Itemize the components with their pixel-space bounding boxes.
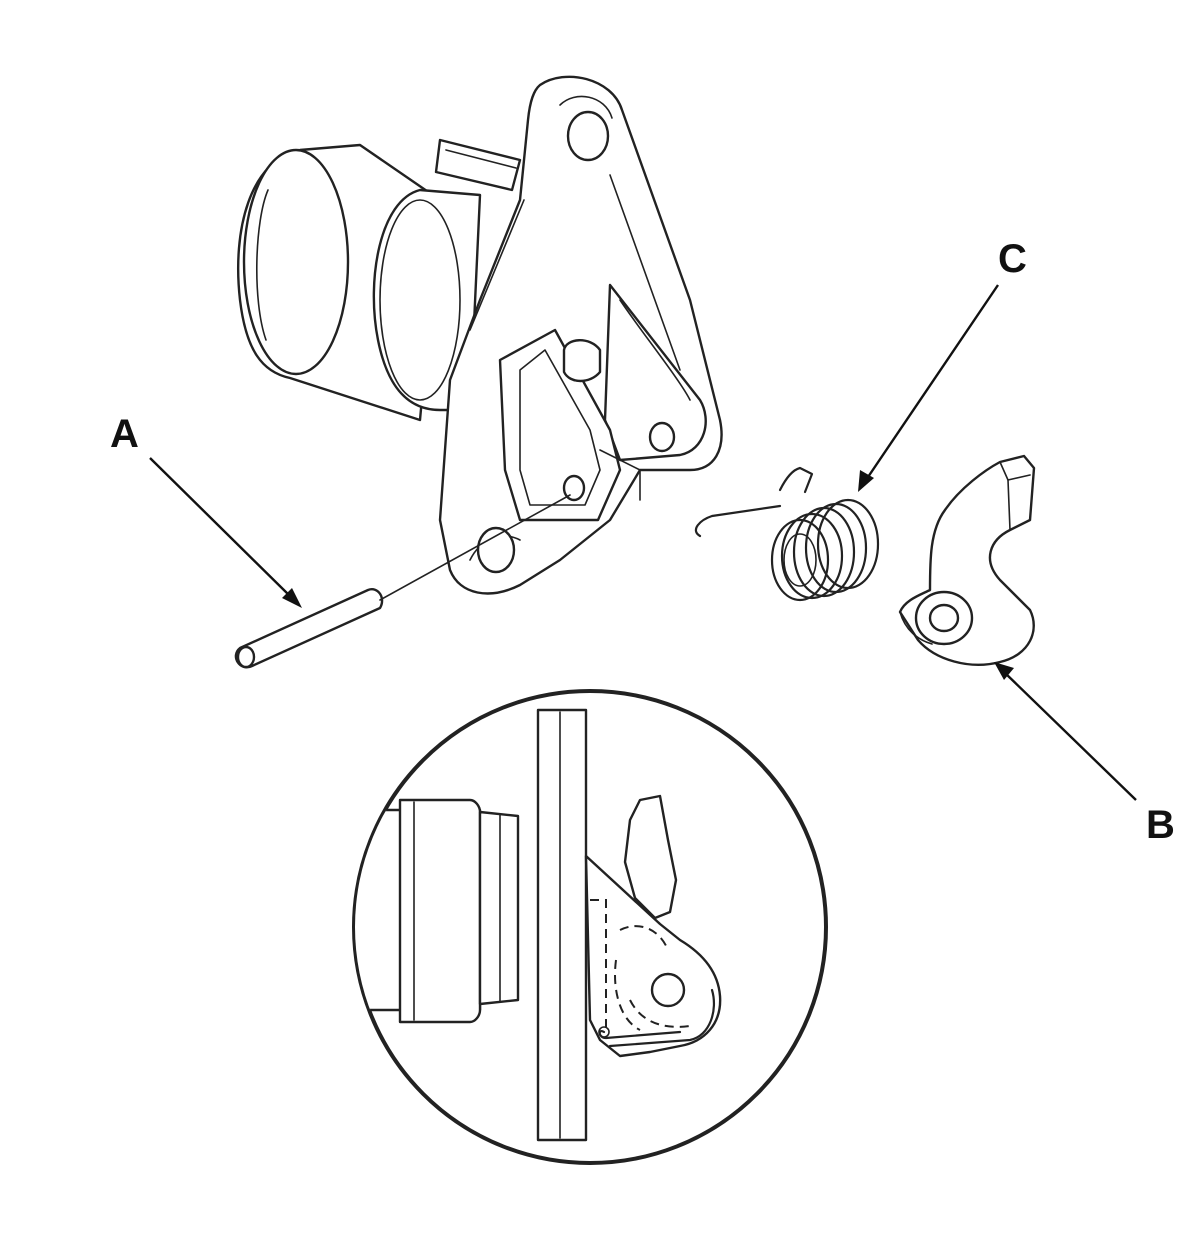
actuator-motor — [236, 138, 522, 422]
label-c: C — [998, 237, 1027, 281]
leader-a — [149, 457, 302, 608]
leader-c — [858, 284, 999, 492]
detail-inset — [352, 689, 828, 1165]
spring-c — [694, 466, 880, 602]
lever-b — [898, 454, 1036, 666]
label-a: A — [110, 412, 139, 456]
label-b: B — [1146, 803, 1175, 847]
mounting-bracket — [438, 75, 723, 595]
leader-b — [994, 662, 1137, 801]
pin-a — [234, 494, 571, 669]
